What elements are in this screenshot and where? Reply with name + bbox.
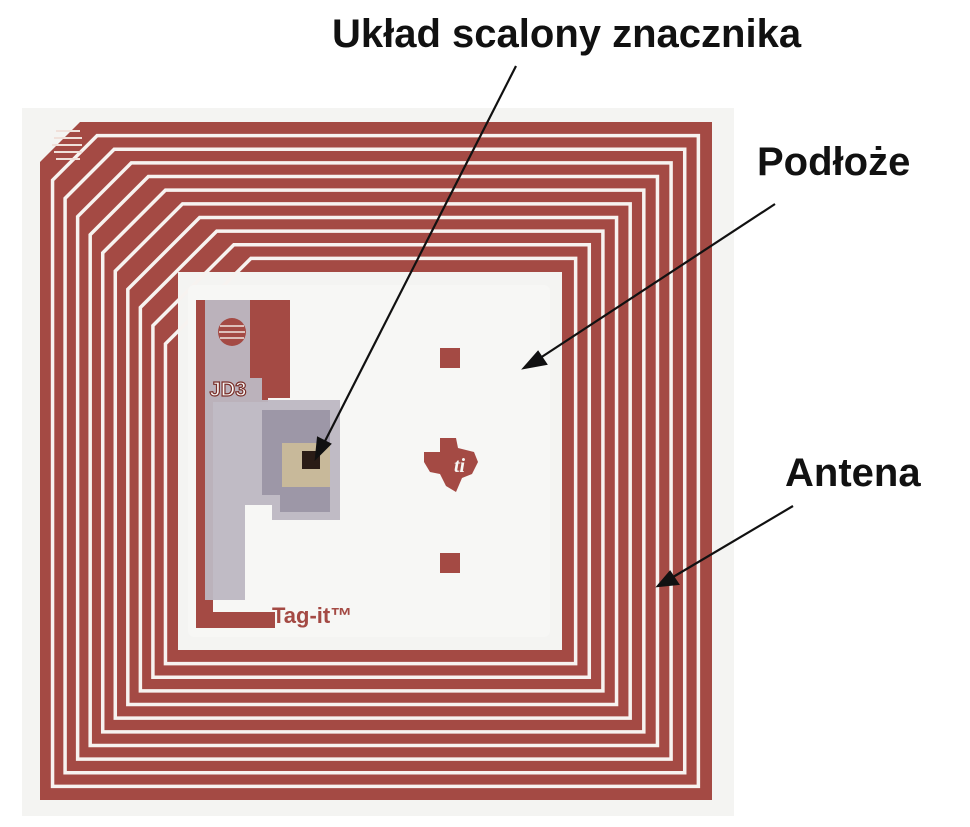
brand-text: Tag-it™ [272,603,352,628]
chip-label: Układ scalony znacznika [332,12,802,56]
antenna-turn-gap [113,202,632,720]
antenna-pointer-line [667,505,794,581]
marking-text: JD3 [210,379,247,401]
antenna-turn-gap [163,256,578,666]
contact-pad-bottom [440,553,460,573]
antenna-turn-gap [88,174,660,748]
svg-text:ti: ti [454,455,466,477]
antenna-coil [40,122,712,800]
antenna-turn-gap [138,229,605,693]
antenna-turn-gap [151,242,592,680]
antenna-turn-gap [50,133,701,789]
pointer-arrows [314,65,794,588]
contact-pad-top [440,348,460,368]
texas-instruments-logo-icon: ti [424,438,478,492]
antenna-turn-gap [75,161,673,761]
antenna-turn-gap [126,215,619,707]
antenna-turn-gap [63,147,687,775]
chip-pointer-head [314,436,332,461]
antenna-label: Antena [785,451,921,495]
corner-marking [52,130,82,160]
antenna-pointer-head [655,570,680,588]
antenna-turn-gap [100,188,646,734]
substrate-pointer-head [521,350,548,370]
substrate-label: Podłoże [757,140,911,184]
chip-pointer-line [321,65,517,448]
substrate-pointer-line [533,203,776,363]
